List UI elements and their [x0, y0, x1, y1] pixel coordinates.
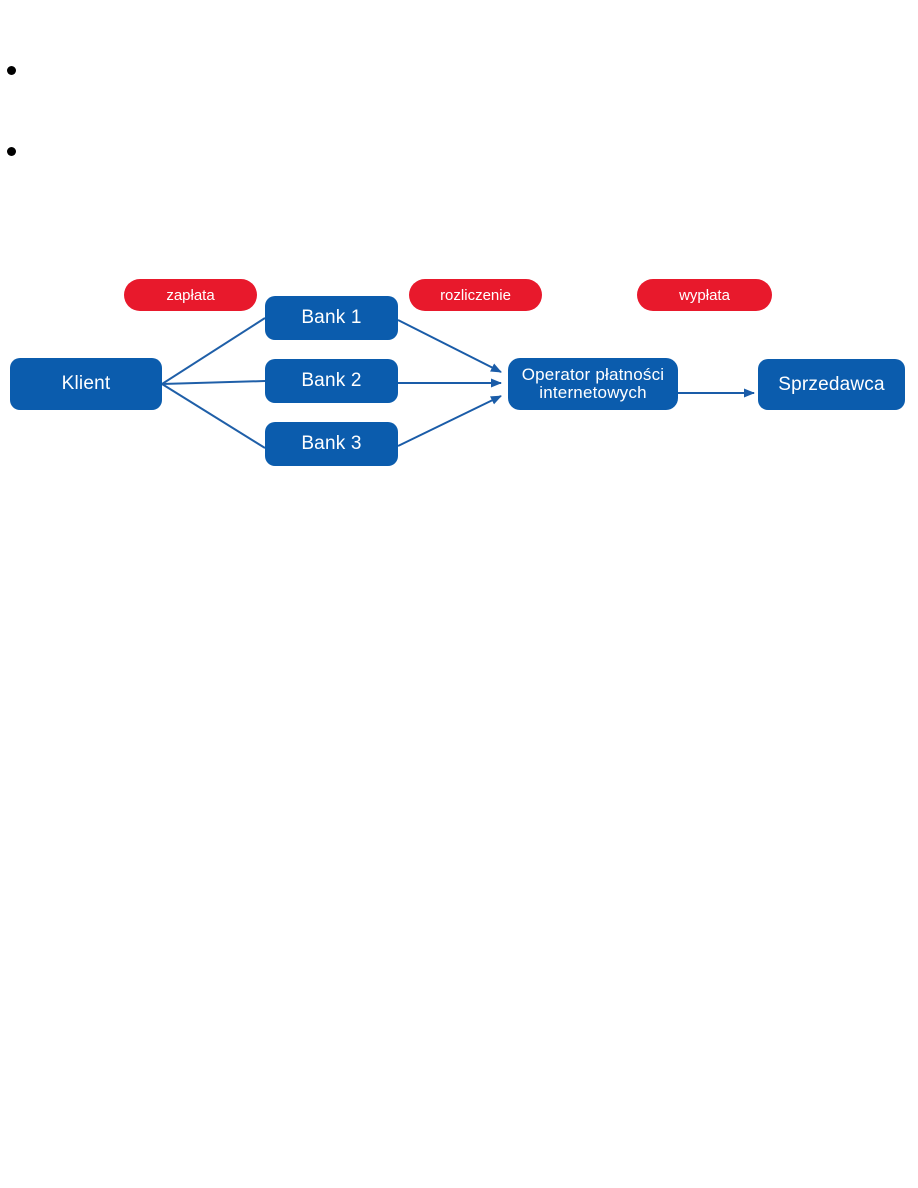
stage-label-zaplata: zapłata: [124, 279, 257, 311]
node-bank-3: Bank 3: [265, 422, 398, 466]
node-bank-2: Bank 2: [265, 359, 398, 403]
stage-label-text: zapłata: [166, 286, 215, 304]
list-item: [0, 141, 30, 161]
node-sprzedawca: Sprzedawca: [758, 359, 905, 410]
stage-label-text: rozliczenie: [440, 286, 511, 304]
stage-label-text: wypłata: [679, 286, 730, 304]
connector-bank3-operator: [397, 395, 502, 447]
node-label: Bank 1: [301, 307, 362, 329]
connector-klient-bank2: [161, 380, 266, 385]
bullet-point-icon: [7, 146, 16, 156]
payment-flow-diagram: zapłata rozliczenie wypłata Klient Bank …: [0, 0, 918, 500]
bullet-point-icon: [7, 65, 16, 75]
connector-klient-bank3: [161, 383, 266, 449]
stage-label-wyplata: wypłata: [637, 279, 772, 311]
connector-klient-bank1: [161, 317, 266, 385]
node-label: Bank 3: [301, 433, 362, 455]
list-item: [0, 60, 30, 80]
connector-bank1-operator: [397, 319, 502, 373]
bullet-list: [0, 0, 918, 230]
node-operator-platnosci-internetowych: Operator płatności internetowych: [508, 358, 678, 410]
node-label: Operator płatności internetowych: [521, 365, 665, 402]
node-label: Klient: [61, 373, 111, 395]
node-label: Sprzedawca: [778, 373, 885, 395]
node-label: Bank 2: [301, 370, 362, 392]
stage-label-rozliczenie: rozliczenie: [409, 279, 542, 311]
diagram-connectors: [161, 317, 755, 449]
node-bank-1: Bank 1: [265, 296, 398, 340]
node-klient: Klient: [10, 358, 162, 410]
